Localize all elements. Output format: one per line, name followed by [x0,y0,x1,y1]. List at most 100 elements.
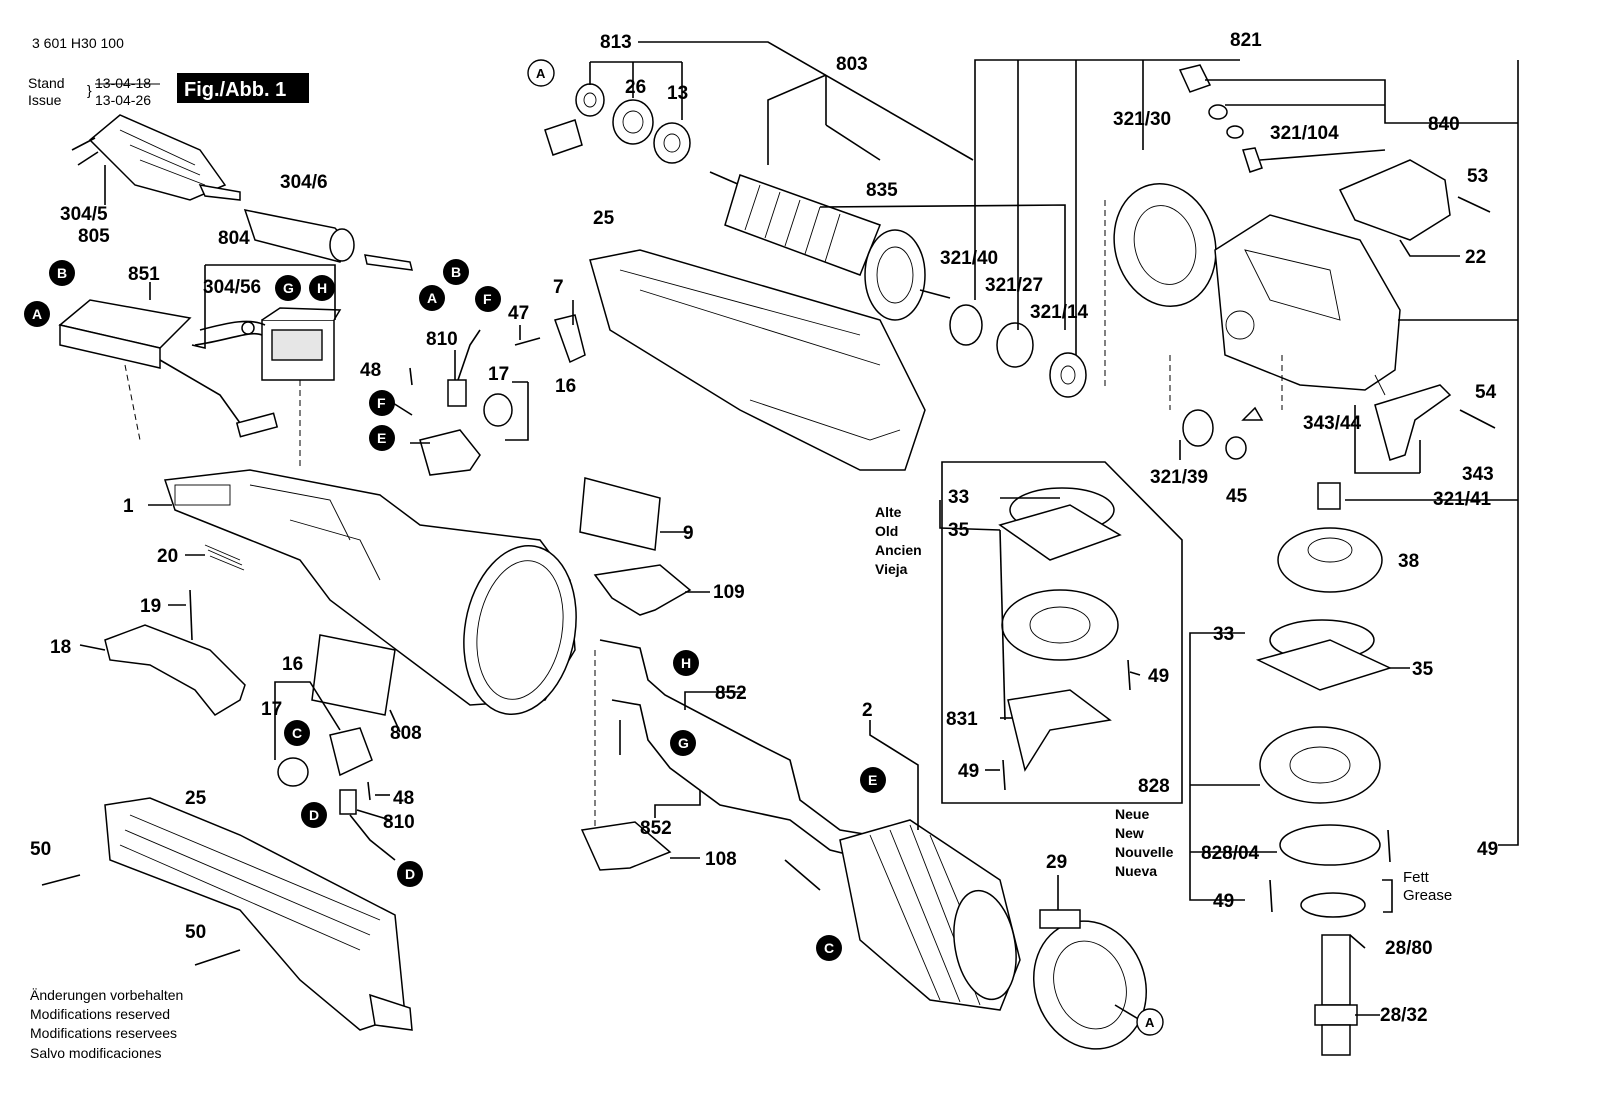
label-20: 20 [157,546,178,567]
issue-label: Issue [28,92,62,108]
label-35-new: 35 [1412,659,1434,680]
bearing-flange-drawing [1113,182,1217,308]
needle-sleeve-drawing [1317,482,1341,510]
label-108: 108 [705,849,737,870]
spring-drawing [204,544,245,571]
label-343-44: 343/44 [1303,413,1362,434]
stand-date: 13-04-18 [95,75,151,91]
label-45: 45 [1226,486,1248,507]
brush-lead-drawing [457,329,481,381]
label-321-104: 321/104 [1270,123,1339,144]
svg-text:Änderungen vorbehalten: Änderungen vorbehalten [30,987,183,1003]
label-808: 808 [390,723,422,744]
svg-text:Salvo modificaciones: Salvo modificaciones [30,1045,162,1061]
leader-lines [79,41,1519,1021]
label-29: 29 [1046,852,1067,873]
label-plate-drawing [579,477,661,551]
label-50-upper: 50 [30,839,51,860]
label-48-top: 48 [360,360,381,381]
svg-text:G: G [678,735,689,751]
lever-spring-drawing [1374,374,1386,396]
marker-F: F [475,286,501,312]
label-304-56: 304/56 [203,277,261,298]
handle-drawing [104,797,413,1031]
svg-text:New: New [1115,825,1144,841]
label-852-top: 852 [715,683,747,704]
ball-bearing-drawing [1049,352,1087,398]
svg-text:}: } [87,82,92,98]
marker-A: A [24,301,50,327]
svg-text:E: E [868,772,877,788]
label-28-32: 28/32 [1380,1005,1428,1026]
brush-lead-lower-drawing [349,814,396,861]
screw-50-lower-drawing [194,949,241,966]
label-828-04: 828/04 [1201,843,1260,864]
field-coil-drawing [784,819,1021,1011]
label-2: 2 [862,700,873,721]
grease-note: Fett Grease [1403,869,1452,904]
label-16-top: 16 [555,376,576,397]
o-ring-drawing [1226,125,1244,139]
air-cover-drawing [593,564,692,616]
cable-sleeve-drawing [243,209,355,263]
switch-holder-drawing [58,299,279,438]
footer-notes: Änderungen vorbehalten Modifications res… [30,987,183,1061]
svg-text:A: A [32,306,42,322]
bearing-ring-drawing [996,322,1034,368]
svg-text:Grease: Grease [1403,887,1452,904]
label-852-bottom: 852 [640,818,672,839]
new-variant-label: Neue New Nouvelle Nueva [1115,806,1174,879]
marker-C: C [284,720,310,746]
figure-label: Fig./Abb. 1 [184,79,286,101]
label-19: 19 [140,596,161,617]
type-label-drawing [311,634,396,716]
svg-text:A: A [536,66,546,81]
marker-A: A [527,59,555,87]
screw-48-drawing [409,367,413,386]
label-33-new: 33 [1213,624,1234,645]
label-1: 1 [123,496,134,517]
label-28-80: 28/80 [1385,938,1433,959]
svg-text:A: A [1145,1015,1155,1030]
marker-E: E [369,425,395,451]
svg-text:D: D [309,807,319,823]
spindle-lock-lever-drawing [1374,384,1452,461]
marker-D: D [397,861,423,887]
clamp-drawing [554,314,586,364]
svg-text:Old: Old [875,523,898,539]
pinion-drawing [1182,409,1214,447]
label-48-bottom: 48 [393,788,414,809]
svg-text:F: F [377,395,386,411]
marker-C: C [816,935,842,961]
switch-lever-drawing [104,624,246,716]
label-321-41: 321/41 [1433,489,1492,510]
label-26: 26 [625,77,646,98]
label-851: 851 [128,264,160,285]
label-803: 803 [836,54,868,75]
label-321-40: 321/40 [940,248,998,269]
marker-D: D [301,802,327,828]
label-831: 831 [946,709,978,730]
armature-drawing [709,171,951,321]
gear-head-housing-drawing [1214,214,1401,391]
old-variant-label: Alte Old Ancien Vieja [875,504,922,577]
spindle-drawing [1314,934,1358,1056]
label-343: 343 [1462,464,1494,485]
figure-badge [177,73,309,103]
label-49-old-a: 49 [1148,666,1169,687]
svg-text:Ancien: Ancien [875,542,922,558]
issue-date: 13-04-26 [95,92,151,108]
marker-B: B [49,260,75,286]
label-813: 813 [600,32,632,53]
part-number: 3 601 H30 100 [32,35,124,51]
label-821: 821 [1230,30,1262,51]
marker-G: G [670,730,696,756]
label-17-bottom: 17 [261,699,282,720]
label-805: 805 [78,226,110,247]
svg-text:C: C [292,725,302,741]
screw-53-drawing [1457,196,1491,213]
brush-spring-lower-drawing [277,757,309,787]
wire-harness-drawing [580,639,871,871]
svg-text:H: H [317,280,327,296]
label-13: 13 [667,83,688,104]
